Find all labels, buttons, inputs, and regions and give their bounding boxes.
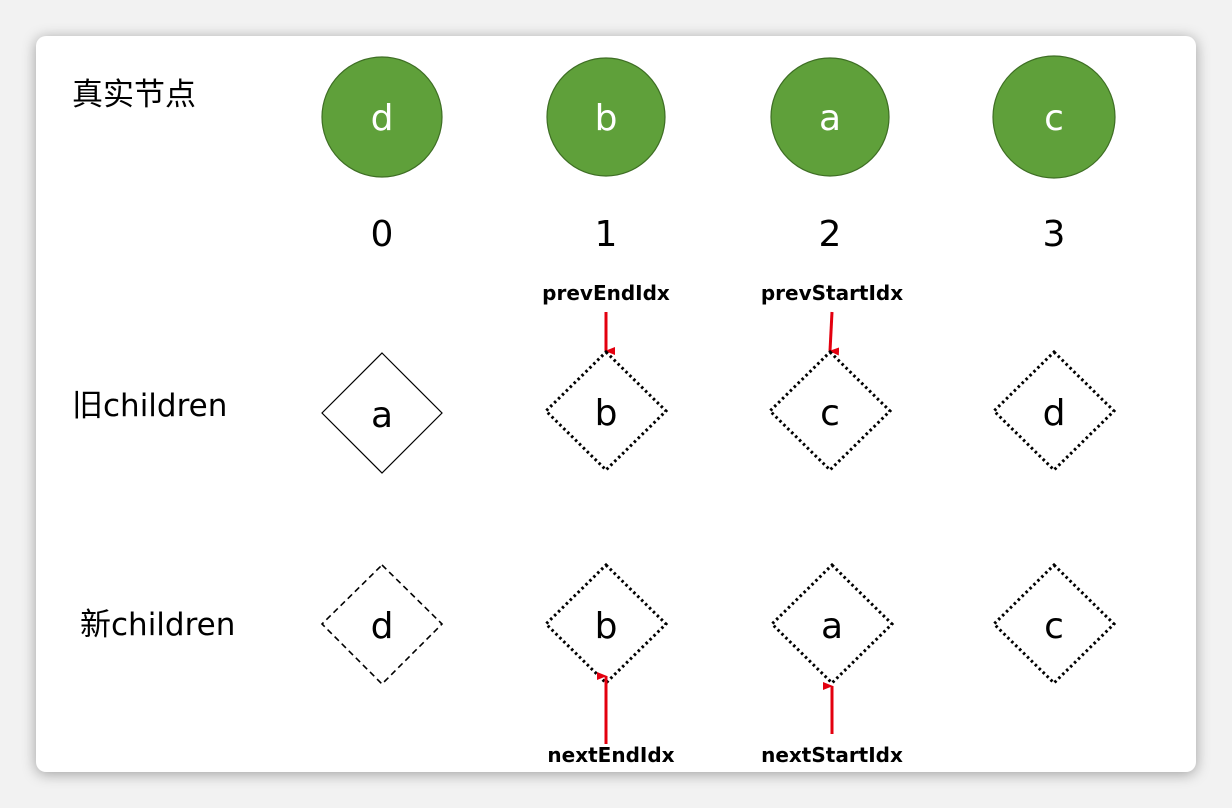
old-child-1: b: [543, 349, 669, 473]
row-label-real-nodes: 真实节点: [72, 77, 196, 113]
old-child-2: c: [767, 349, 893, 473]
real-node-3-label: c: [1044, 98, 1064, 139]
row-label-old-children: 旧children: [72, 388, 227, 424]
pointer-label-prev-start-idx: prevStartIdx: [761, 281, 903, 305]
index-2: 2: [819, 214, 842, 255]
old-child-0-label: a: [371, 395, 393, 436]
real-node-2-label: a: [819, 98, 841, 139]
real-node-2: a: [770, 57, 890, 177]
old-child-0: a: [321, 352, 443, 474]
old-child-3-label: d: [1043, 393, 1066, 434]
real-node-0-label: d: [371, 98, 394, 139]
index-3: 3: [1043, 214, 1066, 255]
pointer-label-next-start-idx: nextStartIdx: [761, 743, 903, 767]
new-child-1-label: b: [595, 606, 618, 647]
real-node-1: b: [546, 57, 666, 177]
old-child-3: d: [991, 349, 1117, 473]
new-child-0: d: [320, 563, 444, 686]
real-node-3: c: [992, 55, 1116, 179]
new-child-2-label: a: [821, 606, 843, 647]
pointer-label-next-end-idx: nextEndIdx: [547, 743, 674, 767]
old-child-1-label: b: [595, 393, 618, 434]
old-child-2-label: c: [820, 393, 840, 434]
new-child-3-label: c: [1044, 606, 1064, 647]
new-child-0-label: d: [371, 606, 394, 647]
real-node-1-label: b: [595, 98, 618, 139]
new-child-2: a: [769, 562, 895, 686]
real-node-0: d: [321, 56, 443, 178]
row-label-new-children: 新children: [80, 607, 235, 643]
pointer-label-prev-end-idx: prevEndIdx: [542, 281, 670, 305]
index-0: 0: [371, 214, 394, 255]
arrow-prev-start-idx: [828, 311, 840, 356]
index-1: 1: [595, 214, 618, 255]
new-child-1: b: [543, 562, 669, 686]
new-child-3: c: [991, 562, 1117, 686]
